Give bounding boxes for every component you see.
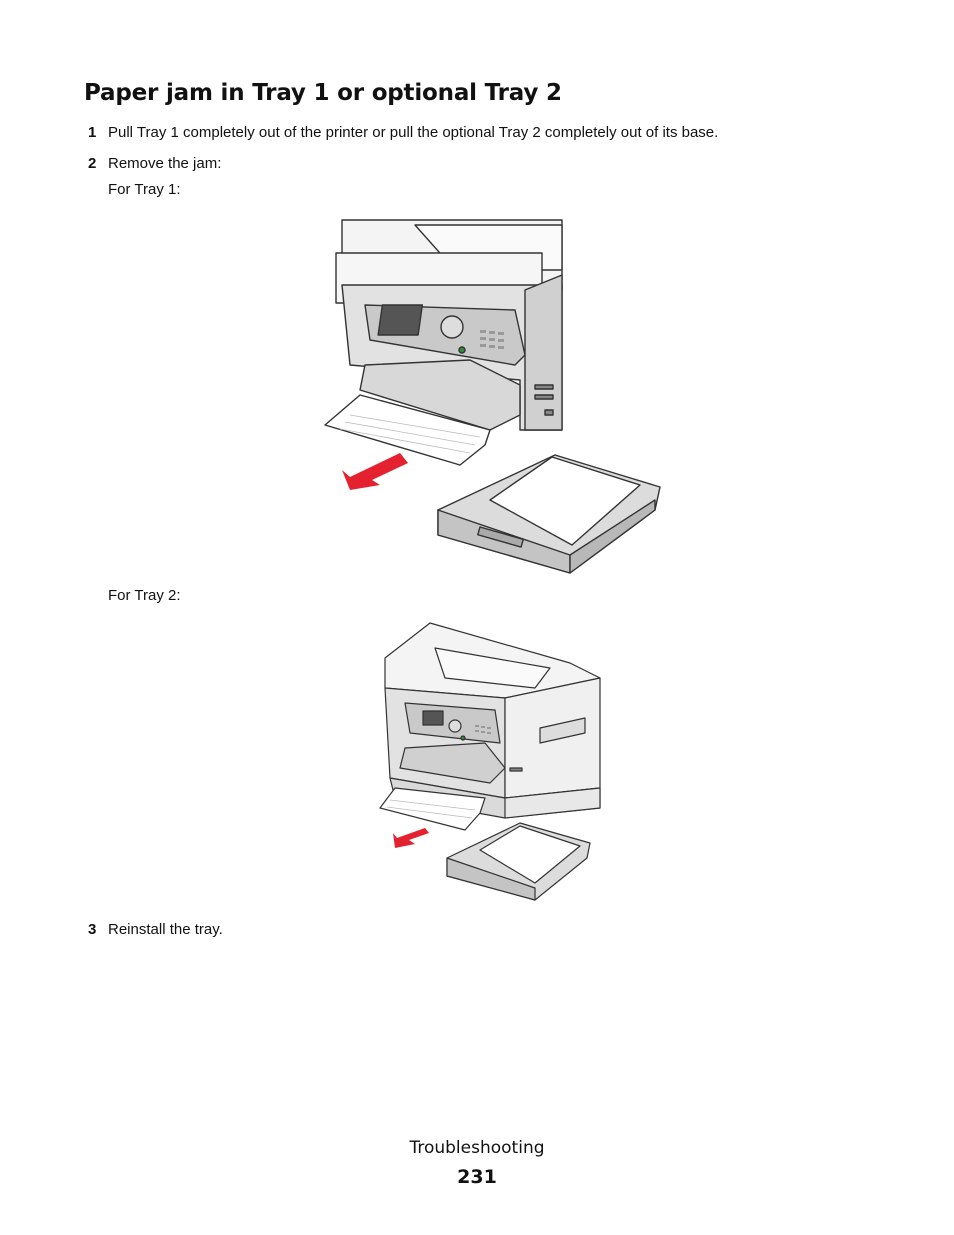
tray1-label: For Tray 1: [108,181,181,198]
pull-direction-arrow [393,828,429,848]
page-title: Paper jam in Tray 1 or optional Tray 2 [84,80,562,106]
page-number: 231 [457,1166,497,1188]
step-text: Reinstall the tray. [108,921,223,938]
pull-direction-arrow [342,453,408,490]
tray1-jam-illustration [324,219,661,574]
tray2-jam-illustration [379,622,601,901]
step-number: 1 [88,124,97,141]
step-number: 2 [88,155,97,172]
tray2-label: For Tray 2: [108,587,181,604]
step-text: Pull Tray 1 completely out of the printe… [108,124,719,141]
step-text: Remove the jam: [108,155,222,172]
step-number: 3 [88,921,97,938]
footer-section: Troubleshooting [409,1138,545,1158]
